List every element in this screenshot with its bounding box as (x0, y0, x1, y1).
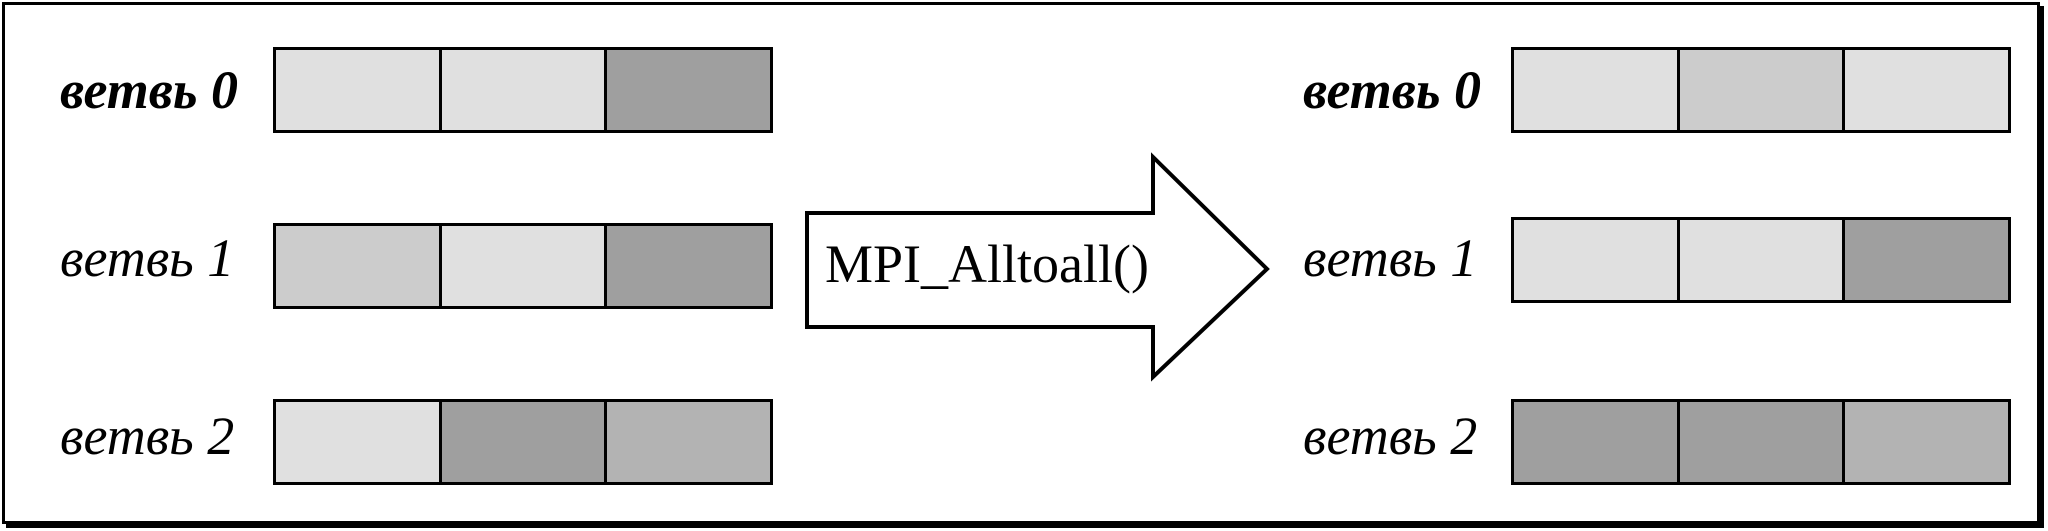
before-row-2-cell-1 (438, 402, 605, 482)
diagram-frame: ветвь 0 ветвь 1 ветвь 2 MPI_Alltoall() в… (2, 2, 2040, 524)
before-row-2-cell-0 (276, 402, 439, 482)
after-row-0-cell-1 (1676, 50, 1843, 130)
after-row-2-buffer (1511, 399, 2011, 485)
before-row-1-cell-1 (438, 226, 605, 306)
after-row-1-cell-2 (1842, 220, 2009, 300)
before-row-0-cell-1 (438, 50, 605, 130)
before-row-0-buffer (273, 47, 773, 133)
before-row-1-label: ветвь 1 (60, 228, 235, 288)
operation-label: MPI_Alltoall() (825, 234, 1149, 294)
after-row-0-cell-2 (1842, 50, 2009, 130)
before-row-2-label: ветвь 2 (60, 406, 235, 466)
before-row-0-cell-0 (276, 50, 439, 130)
after-row-1-buffer (1511, 217, 2011, 303)
after-row-2-cell-0 (1514, 402, 1677, 482)
after-row-0-label: ветвь 0 (1303, 60, 1482, 120)
after-row-0-cell-0 (1514, 50, 1677, 130)
right-arrow-icon (805, 152, 1270, 382)
before-row-1-buffer (273, 223, 773, 309)
after-row-1-label: ветвь 1 (1303, 228, 1478, 288)
after-row-1-cell-0 (1514, 220, 1677, 300)
before-row-0-label: ветвь 0 (60, 60, 239, 120)
before-row-1-cell-0 (276, 226, 439, 306)
before-row-0-cell-2 (604, 50, 771, 130)
after-row-0-buffer (1511, 47, 2011, 133)
after-row-2-cell-1 (1676, 402, 1843, 482)
after-row-1-cell-1 (1676, 220, 1843, 300)
before-row-2-cell-2 (604, 402, 771, 482)
before-row-2-buffer (273, 399, 773, 485)
after-row-2-label: ветвь 2 (1303, 406, 1478, 466)
after-row-2-cell-2 (1842, 402, 2009, 482)
before-row-1-cell-2 (604, 226, 771, 306)
